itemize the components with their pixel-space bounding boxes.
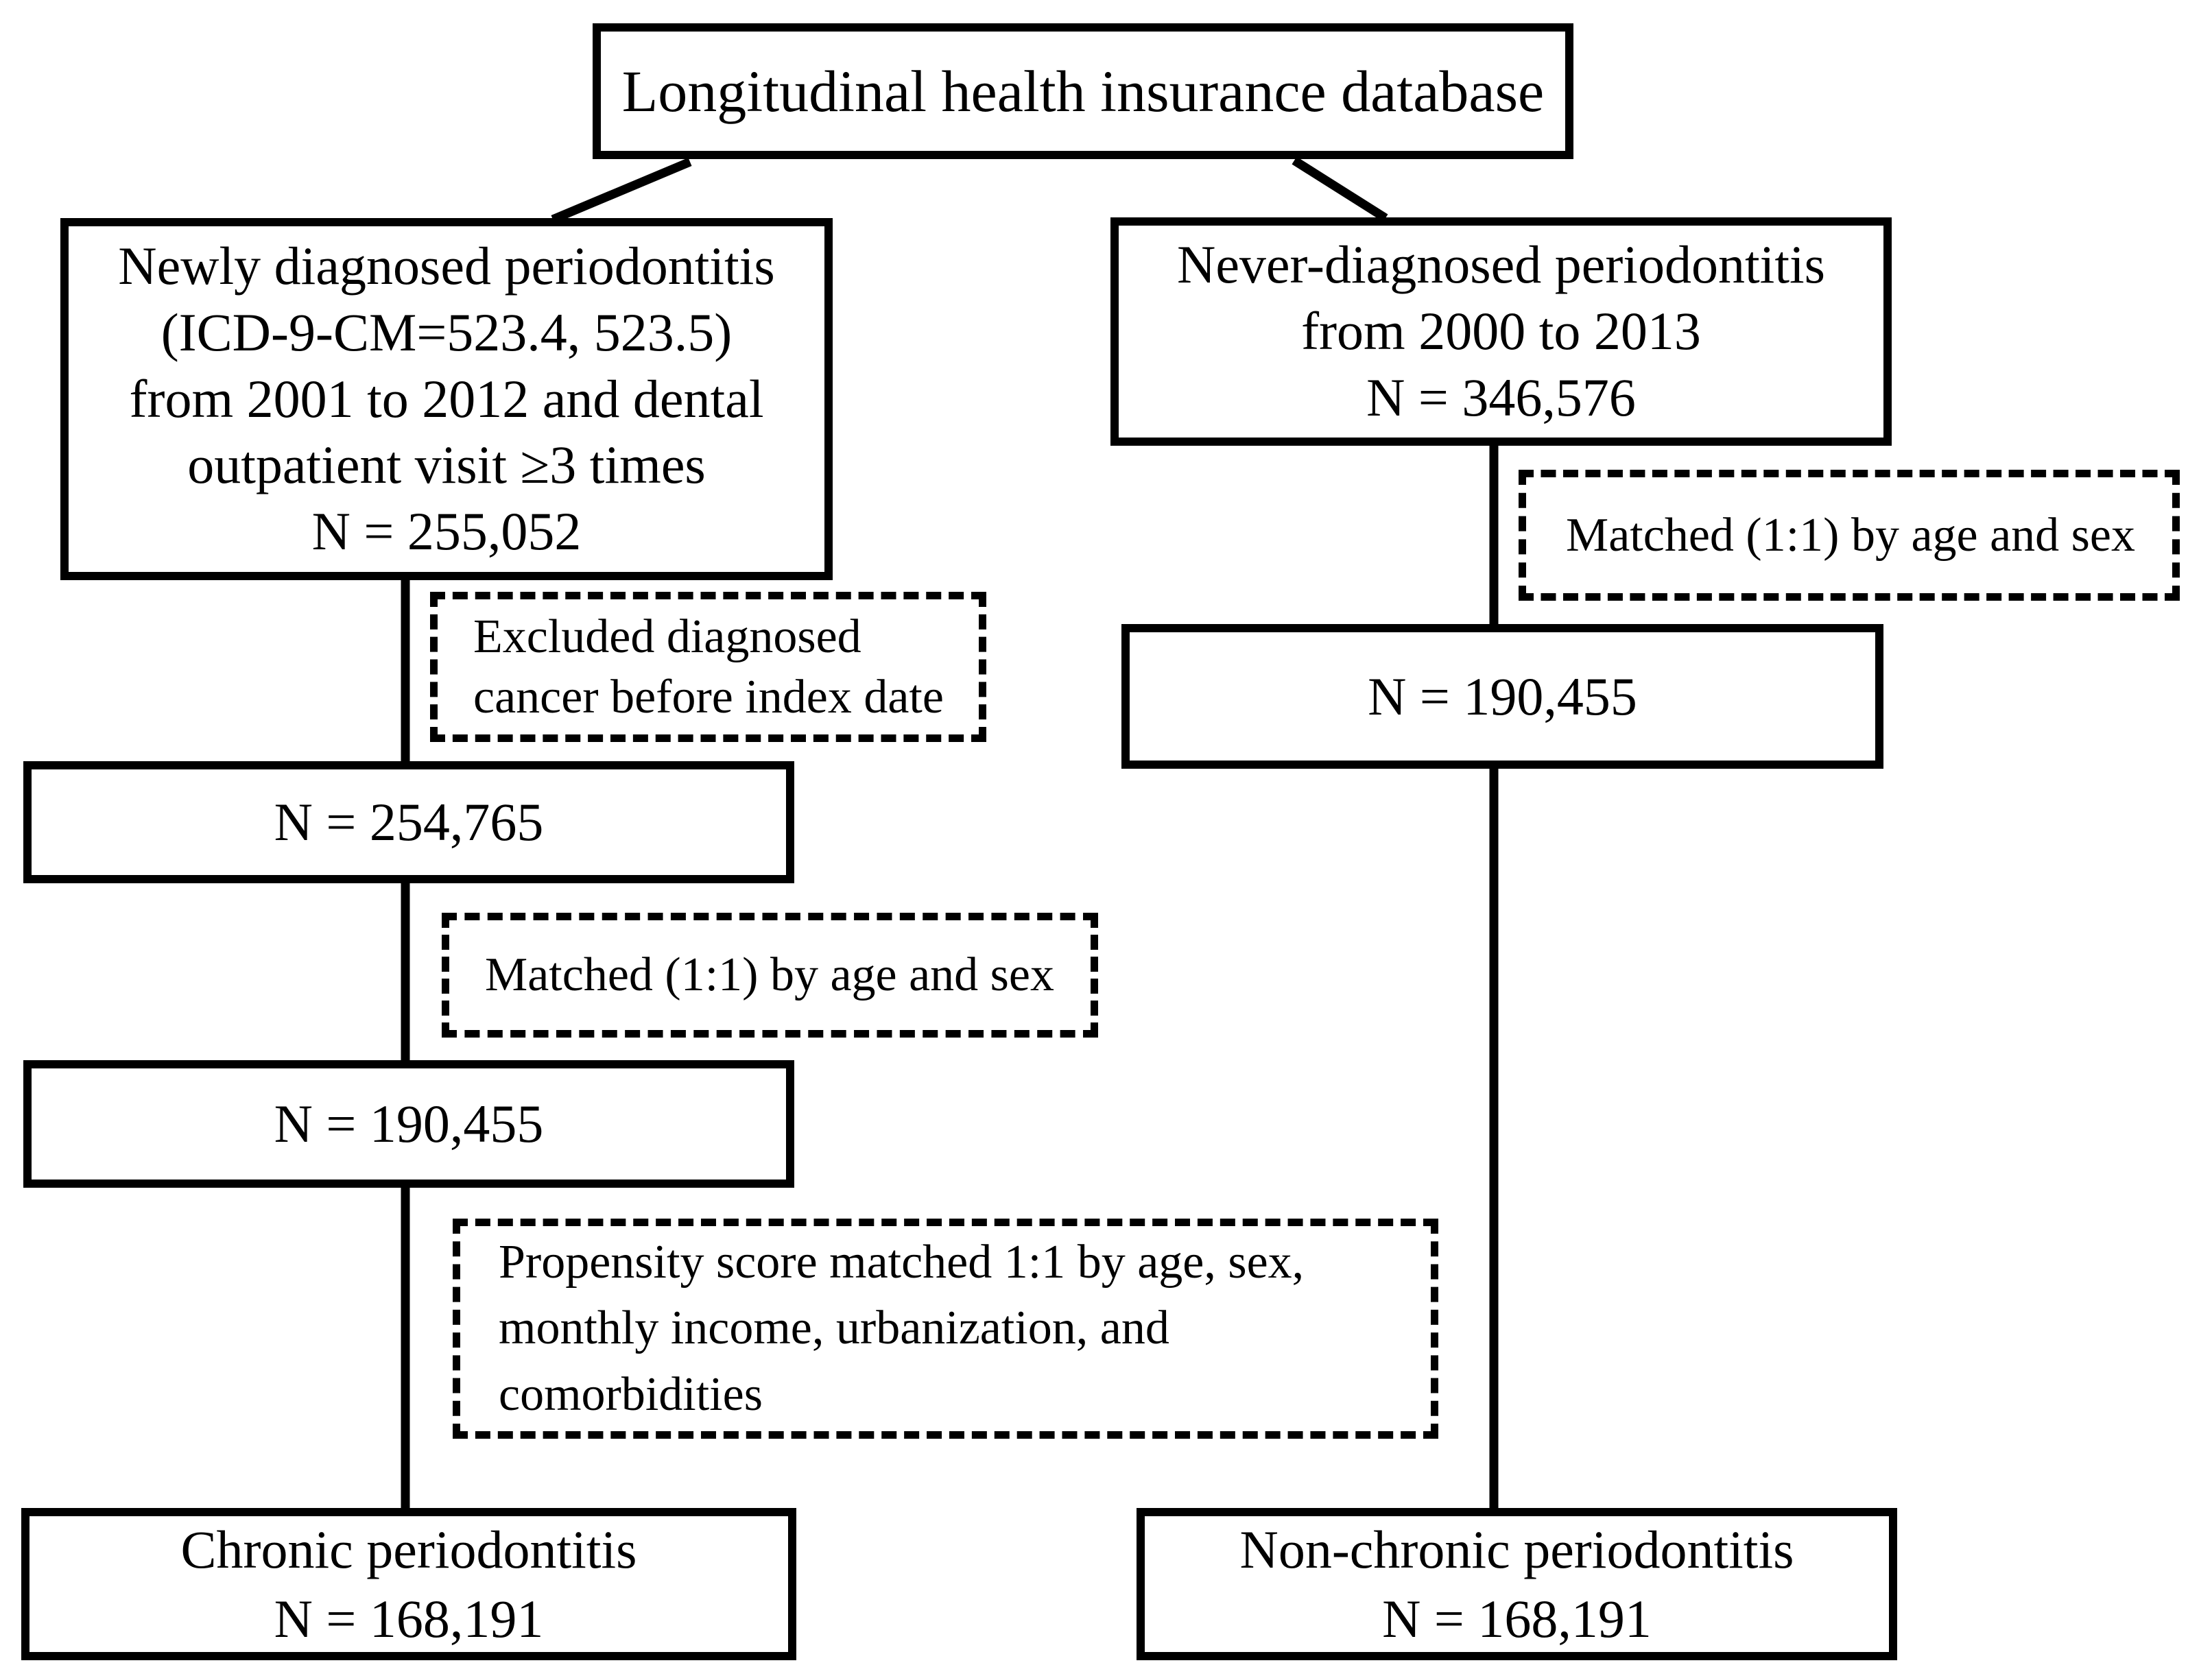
node-line: Never-diagnosed periodontitis <box>1176 235 1826 295</box>
annotation-label: Matched (1:1) by age and sex <box>485 948 1054 1002</box>
node-line: Non-chronic periodontitis <box>1239 1519 1794 1579</box>
node-label: N = 190,455 <box>274 1094 544 1154</box>
node-line: from 2000 to 2013 <box>1301 301 1701 361</box>
node-newly-diagnosed: Newly diagnosed periodontitis (ICD-9-CM=… <box>60 218 833 580</box>
annotation-line: Propensity score matched 1:1 by age, sex… <box>499 1235 1305 1289</box>
annotation-line: comorbidities <box>499 1367 763 1421</box>
node-never-diagnosed: Never-diagnosed periodontitis from 2000 … <box>1110 217 1892 446</box>
annotation-line: cancer before index date <box>473 670 944 723</box>
annotation-label: Matched (1:1) by age and sex <box>1566 508 2135 562</box>
node-line: Chronic periodontitis <box>180 1519 637 1579</box>
node-line: N = 168,191 <box>274 1589 544 1649</box>
node-database: Longitudinal health insurance database <box>593 23 1573 159</box>
node-line: from 2001 to 2012 and dental <box>129 368 764 429</box>
node-label: N = 254,765 <box>274 792 544 852</box>
node-line: N = 346,576 <box>1366 367 1636 427</box>
node-non-chronic-periodontitis: Non-chronic periodontitis N = 168,191 <box>1137 1508 1897 1660</box>
node-line: outpatient visit ≥3 times <box>187 435 706 495</box>
node-line: Newly diagnosed periodontitis <box>118 236 775 296</box>
connector-diagonal-right <box>1292 156 1388 222</box>
annotation-matched-left: Matched (1:1) by age and sex <box>442 913 1098 1038</box>
node-n-190455-right: N = 190,455 <box>1121 624 1883 769</box>
node-n-190455-left: N = 190,455 <box>23 1060 794 1188</box>
annotation-line: Excluded diagnosed <box>473 610 861 663</box>
connector-diagonal-left <box>551 158 692 224</box>
node-database-label: Longitudinal health insurance database <box>621 58 1545 124</box>
node-line: N = 255,052 <box>311 501 582 562</box>
annotation-matched-right: Matched (1:1) by age and sex <box>1519 470 2180 601</box>
annotation-line: monthly income, urbanization, and <box>499 1302 1169 1355</box>
annotation-excluded-cancer: Excluded diagnosed cancer before index d… <box>430 592 986 742</box>
node-chronic-periodontitis: Chronic periodontitis N = 168,191 <box>21 1508 796 1660</box>
node-line: (ICD-9-CM=523.4, 523.5) <box>160 302 733 362</box>
node-line: N = 168,191 <box>1382 1589 1652 1649</box>
node-label: N = 190,455 <box>1368 666 1637 726</box>
node-n-254765: N = 254,765 <box>23 761 794 883</box>
annotation-propensity-match: Propensity score matched 1:1 by age, sex… <box>453 1219 1438 1439</box>
